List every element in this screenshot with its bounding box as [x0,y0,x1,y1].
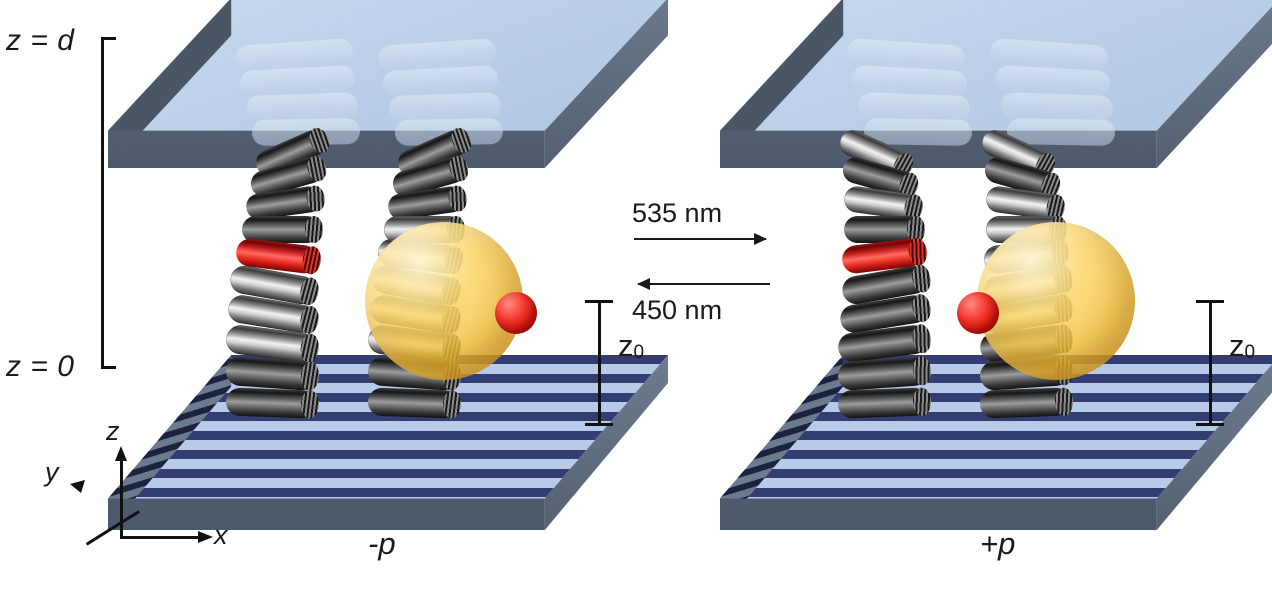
label-z0-right-base: z [1229,328,1245,363]
bracket-cap-bottom [585,423,613,426]
label-z-equals-zero: z = 0 [6,350,75,383]
arrowhead-right-icon [754,233,767,245]
panel-minus-p: -p [108,0,668,561]
label-z0-right: z0 [1229,330,1255,362]
axis-label-y: y [45,457,59,487]
distance-bracket-z0-right [1196,300,1224,426]
arrow-forward-535 [634,233,767,245]
distance-bracket-z0-left [585,300,613,426]
axis-z-line [120,454,123,538]
label-z0-left-sub: 0 [633,342,645,363]
distance-bracket-d [94,37,116,369]
label-z0-left-base: z [618,328,634,363]
red-bead-left [495,292,537,334]
panel-label-minus-p: -p [368,526,396,561]
grating-front-edge [108,498,545,530]
label-535-nm: 535 nm [632,198,723,228]
label-z0-right-sub: 0 [1244,342,1256,363]
bracket-cap-bottom [100,366,116,369]
gold-nanoparticle-left [365,222,523,380]
glass-slab-top-left [108,0,668,168]
bracket-stem [597,300,601,426]
label-z0-left: z0 [618,330,644,362]
label-450-nm: 450 nm [632,295,723,325]
bracket-cap-top [100,37,116,40]
arrowhead-left-icon [637,278,650,290]
bracket-stem [100,37,104,369]
arrow-backward-450 [637,278,770,290]
axis-x-line [120,536,204,539]
label-z-equals-d: z = d [6,24,75,57]
panel-plus-p: +p [612,0,1272,592]
axis-label-x: x [214,520,228,550]
bracket-cap-bottom [1196,423,1224,426]
red-bead-right [957,292,999,334]
axis-arrowheads-icon [70,446,213,543]
panel-label-plus-p: +p [980,526,1016,561]
bracket-stem [1208,300,1212,426]
coordinate-axes: z x y [45,418,250,560]
gold-nanoparticle-right [977,222,1135,380]
grating-front-edge [720,498,1157,530]
axis-label-z: z [106,416,120,446]
